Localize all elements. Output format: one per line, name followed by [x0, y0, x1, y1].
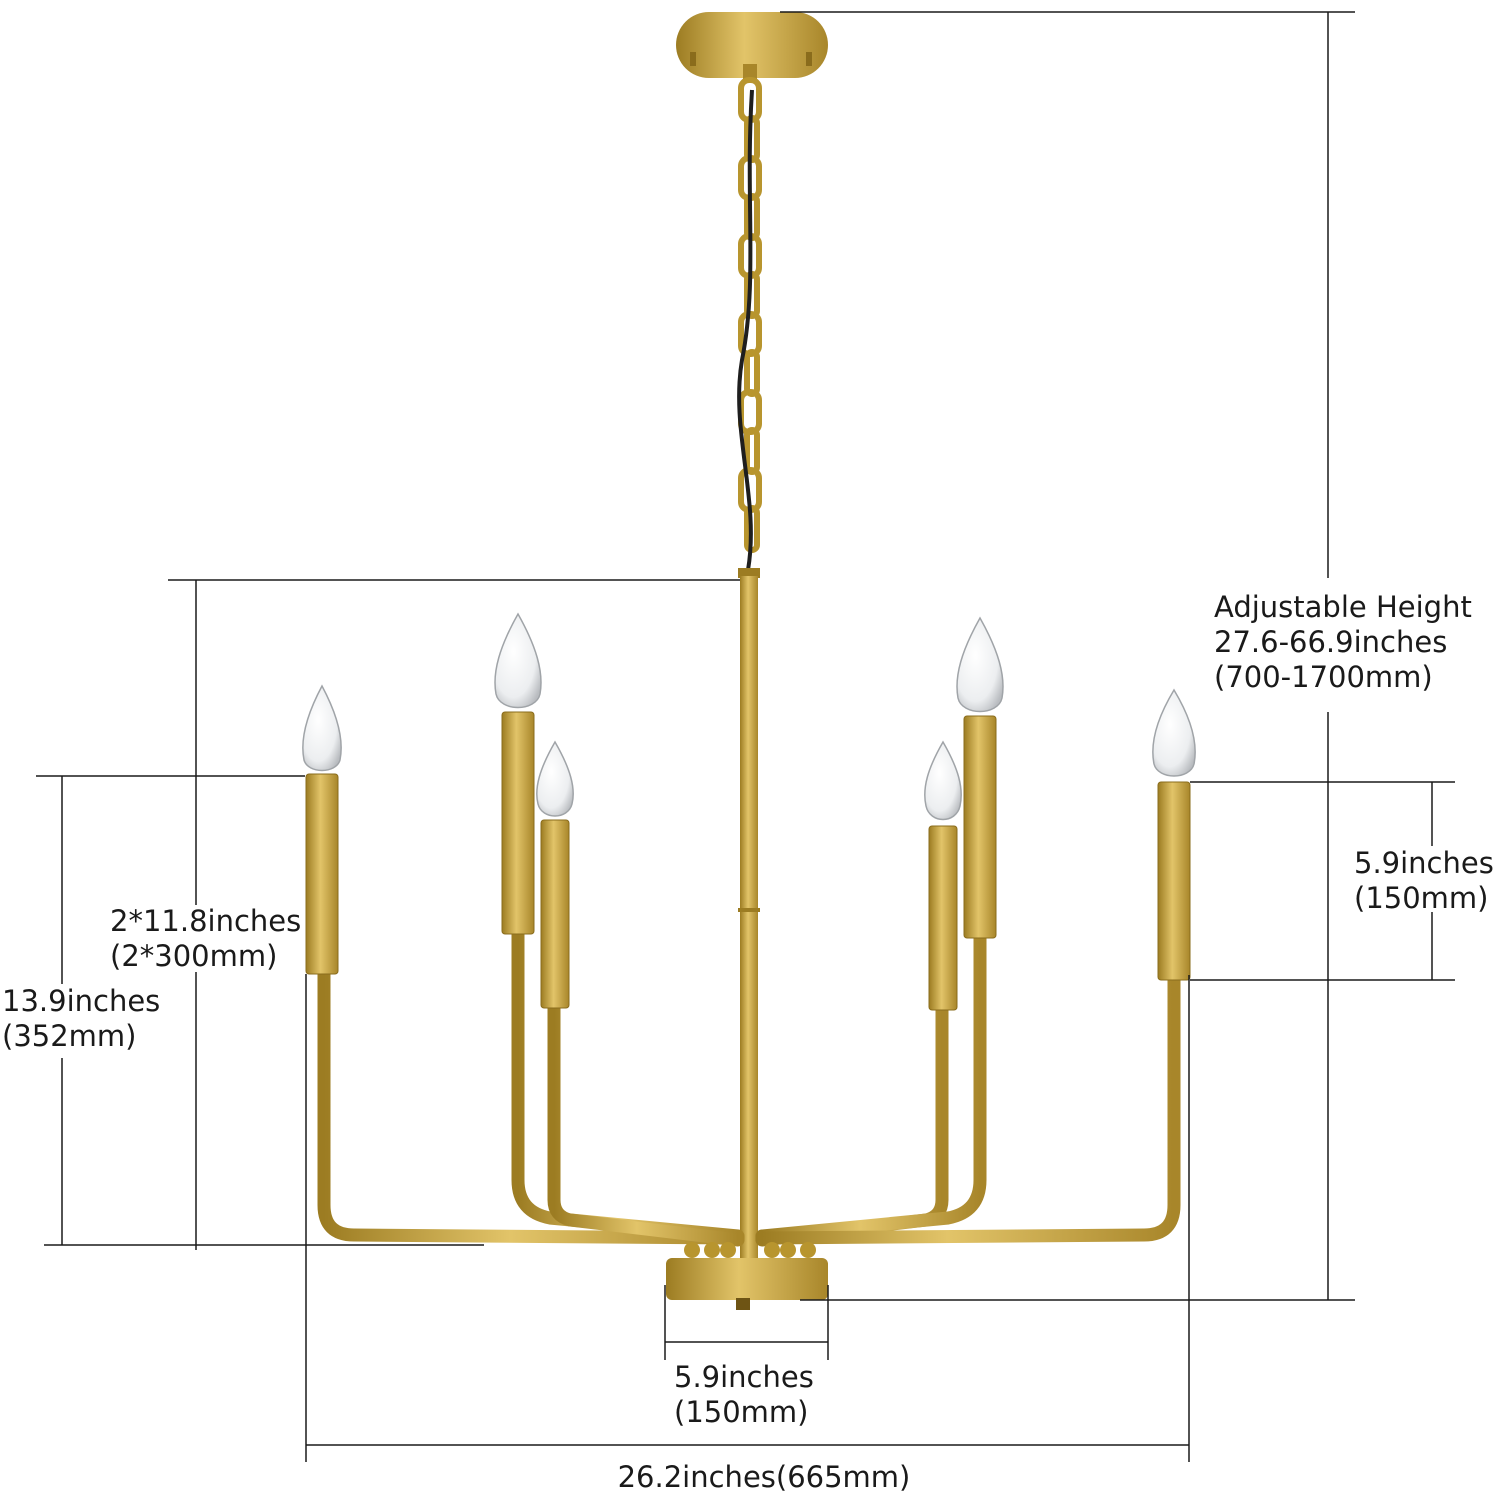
candle-sleeve-6	[1157, 781, 1191, 981]
candle-sleeve-1	[305, 773, 339, 975]
hanging-chain	[738, 77, 762, 553]
arm-left-mid	[511, 918, 745, 1243]
arm-height-label: 2*11.8inches (2*300mm)	[110, 904, 301, 974]
bulb-6	[1152, 688, 1196, 777]
candle-bulbs	[302, 612, 1196, 821]
bulb-2	[494, 612, 542, 709]
candle-sleeve-2	[501, 711, 535, 935]
power-cable	[737, 89, 754, 571]
total-width-label: 26.2inches(665mm)	[564, 1460, 964, 1495]
arm-height-mm: (2*300mm)	[110, 939, 278, 973]
candle-height-inches: 5.9inches	[1354, 846, 1494, 880]
bulb-3	[536, 740, 574, 817]
candle-sleeve-4	[928, 825, 958, 1011]
adjustable-height-mm: (700-1700mm)	[1214, 660, 1433, 694]
body-height-mm: (352mm)	[2, 1019, 137, 1053]
adjustable-height-inches: 27.6-66.9inches	[1214, 625, 1448, 659]
arms	[317, 918, 1181, 1247]
total-width-value: 26.2inches(665mm)	[617, 1460, 911, 1494]
body-height-inches: 13.9inches	[2, 984, 161, 1018]
body-height-label: 13.9inches (352mm)	[2, 984, 160, 1054]
arm-height-inches: 2*11.8inches	[110, 904, 302, 938]
ceiling-canopy	[676, 12, 828, 82]
arm-left-inner	[547, 993, 745, 1247]
bulb-5	[956, 616, 1004, 713]
base-cup	[666, 1242, 828, 1310]
base-width-label: 5.9inches (150mm)	[674, 1360, 814, 1430]
candle-height-label: 5.9inches (150mm)	[1354, 846, 1494, 916]
arm-left-outer	[317, 963, 745, 1245]
arm-right-outer	[755, 968, 1181, 1245]
bulb-4	[924, 740, 962, 821]
arm-right-mid	[755, 923, 987, 1243]
candle-height-mm: (150mm)	[1354, 881, 1489, 915]
dimension-lines	[36, 11, 1455, 1462]
base-width-inches: 5.9inches	[674, 1360, 814, 1394]
adjustable-height-title: Adjustable Height	[1214, 590, 1472, 624]
bulb-1	[302, 684, 342, 772]
arm-right-inner	[755, 993, 949, 1247]
candle-sleeve-5	[963, 715, 997, 939]
center-rod	[738, 568, 760, 1266]
adjustable-height-label: Adjustable Height 27.6-66.9inches (700-1…	[1214, 590, 1472, 695]
candle-sleeves	[305, 711, 1191, 1011]
candle-sleeve-3	[540, 819, 570, 1009]
base-width-mm: (150mm)	[674, 1395, 809, 1429]
